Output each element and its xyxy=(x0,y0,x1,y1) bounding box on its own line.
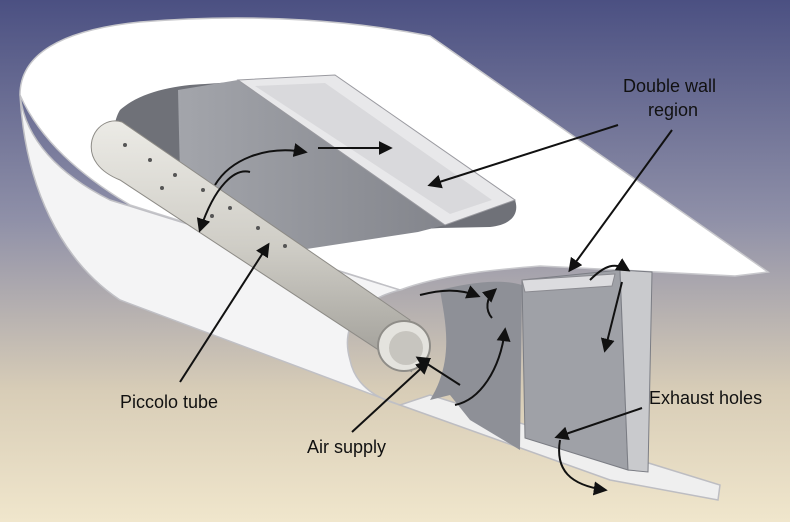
label-exhaust-holes: Exhaust holes xyxy=(649,388,762,408)
flow-arrow-exhaust xyxy=(558,439,608,496)
leading-edge-curl xyxy=(19,94,403,406)
flow-arrow-rear-top xyxy=(589,258,631,281)
rear-spar-panel-back xyxy=(619,269,653,473)
tube-end-inner xyxy=(389,331,423,365)
rear-spar-panel-front xyxy=(521,269,629,471)
flow-arrow-upper-curl xyxy=(214,143,308,186)
leader-double-wall-1 xyxy=(427,124,619,189)
flow-arrow-cavity-top xyxy=(419,285,481,299)
flow-arrow-cavity-mid xyxy=(454,327,511,406)
flow-arrows xyxy=(196,141,631,496)
flow-arrow-rear-down xyxy=(600,281,623,353)
leader-piccolo-tube xyxy=(179,242,270,383)
leader-lines xyxy=(179,124,673,441)
label-double-wall-line1: Double wall xyxy=(623,76,716,96)
leader-air-supply xyxy=(351,360,431,433)
label-piccolo-tube: Piccolo tube xyxy=(120,392,218,412)
label-double-wall-line2: region xyxy=(648,100,698,120)
label-air-supply: Air supply xyxy=(307,437,386,457)
leader-exhaust-holes xyxy=(554,407,643,441)
cavity-wall xyxy=(430,281,522,450)
piccolo-holes xyxy=(123,143,287,248)
leader-double-wall-2 xyxy=(568,129,673,273)
flow-arrow-cavity-rise xyxy=(481,288,498,319)
flow-arrow-tube-out xyxy=(196,170,251,233)
